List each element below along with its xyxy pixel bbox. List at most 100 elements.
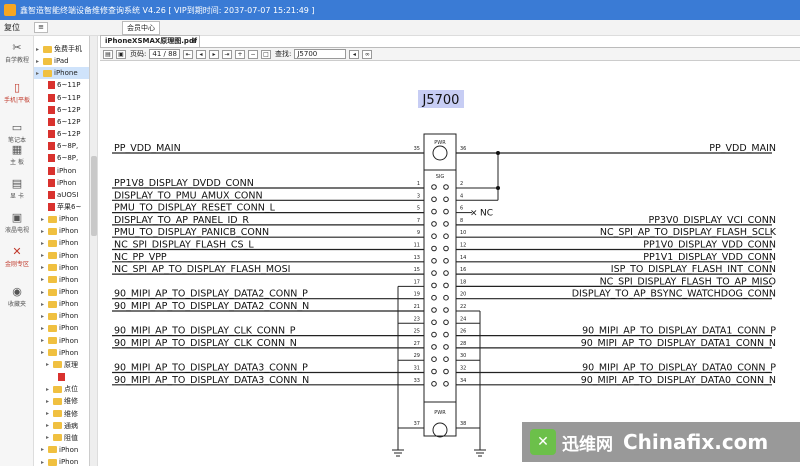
reset-button[interactable]: 复位 [4,23,20,32]
tree-item[interactable]: ▸iPhone [34,67,89,80]
tree-item[interactable]: ▸iPhon [34,456,89,466]
tree-item[interactable]: ▸iPhon [34,225,89,237]
expand-toggle-icon[interactable]: ▸ [41,276,45,284]
nav-item[interactable]: ◉收藏夹 [0,286,34,309]
scrollbar-thumb[interactable] [91,156,97,236]
print-icon[interactable]: ▤ [103,49,113,59]
pin-number: 18 [460,279,466,285]
pin-pad [431,233,437,239]
net-label: 90_MIPI_AP_TO_DISPLAY_DATA2_CONN_N [114,301,309,312]
tree-item[interactable]: 苹果6~ [34,201,89,213]
expand-toggle-icon[interactable]: ▸ [46,361,50,369]
pin-pad [431,307,437,313]
expand-toggle-icon[interactable]: ▸ [41,264,45,272]
document-tab[interactable]: iPhoneXSMAX原理图.pdf ⊗ [100,35,200,47]
member-center-button[interactable]: 会员中心 [122,20,160,35]
expand-toggle-icon[interactable]: ▸ [41,324,45,332]
tree-item[interactable]: ▸iPhon [34,250,89,262]
expand-toggle-icon[interactable]: ▸ [41,252,45,260]
pin-number: 1 [417,181,420,187]
zoom-in-icon[interactable]: + [234,49,245,59]
tree-item[interactable]: 6~8P, [34,140,89,152]
tree-item[interactable]: ▸维修 [34,408,89,420]
tree-item[interactable]: ▸iPhon [34,322,89,334]
expand-toggle-icon[interactable]: ▸ [41,288,45,296]
expand-toggle-icon[interactable]: ▸ [46,410,50,417]
prev-page-icon[interactable]: ◂ [195,49,206,59]
zoom-out-icon[interactable]: − [247,49,258,59]
nav-item[interactable]: ▣液晶电视 [0,212,34,235]
tree-item[interactable]: ▸iPhon [34,213,89,225]
net-label: NC_SPI_DISPLAY_FLASH_TO_AP_MISO [600,276,776,287]
tree-item[interactable]: 6~11P [34,92,89,104]
folder-icon [48,264,57,272]
expand-toggle-icon[interactable]: ▸ [36,45,40,53]
nav-item[interactable]: ▯手机|平板 [0,82,34,105]
tree-item-label: iPhon [59,263,79,272]
nav-item[interactable]: ▤显 卡 [0,178,34,201]
pin-pad [431,245,437,252]
tree-item[interactable]: ▸ iPhon [34,262,89,274]
nav-item[interactable]: ▦主 板 [0,144,34,167]
find-prev-icon[interactable]: ◂ [349,49,360,59]
tree-item[interactable]: ▸原理 [34,359,89,371]
save-icon[interactable]: ▣ [116,49,126,59]
nav-item[interactable]: ✕金刚专区 [0,246,34,269]
expand-toggle-icon[interactable]: ▸ [41,337,45,345]
tree-item[interactable]: ▸iPhon [34,274,89,286]
expand-toggle-icon[interactable]: ▸ [46,385,50,393]
tree-item[interactable]: ▸iPhon [34,286,89,298]
tree-item[interactable]: 6~11P [34,79,89,91]
next-page-icon[interactable]: ▸ [208,49,219,59]
expand-toggle-icon[interactable]: ▸ [36,69,40,77]
tree-item[interactable]: 6~12P [34,128,89,140]
tree-item[interactable]: ▸iPad [34,55,89,67]
expand-toggle-icon[interactable]: ▸ [46,434,50,442]
tree-item[interactable]: ▸iPhon [34,347,89,359]
tree-item[interactable]: 6~12P [34,116,89,128]
tree-item[interactable]: ▸维修 [34,395,89,407]
fit-page-icon[interactable]: □ [260,49,271,59]
tree-item[interactable]: ▸iPhon [34,444,89,456]
tree-item[interactable]: aUOSI [34,189,89,201]
find-input[interactable]: J5700 [294,49,347,59]
tree-item[interactable]: iPhon [34,165,89,177]
binoculars-icon[interactable]: ∞ [362,49,373,59]
tree-item[interactable]: 6~8P, [34,152,89,164]
nav-item[interactable]: ▭笔记本 [0,122,34,145]
expand-toggle-icon[interactable]: ▸ [46,422,50,430]
tree-item[interactable]: ▸点位 [34,383,89,395]
expand-toggle-icon[interactable]: ▸ [41,446,45,454]
expand-toggle-icon[interactable]: ▸ [41,227,45,235]
expand-toggle-icon[interactable]: ▸ [46,397,50,405]
tree-item[interactable] [34,371,89,383]
tree-item[interactable]: ▸通病 [34,420,89,432]
expand-toggle-icon[interactable]: ▸ [36,57,40,65]
pin-pad [431,196,437,203]
close-icon[interactable]: ⊗ [191,37,197,45]
expand-toggle-icon[interactable]: ▸ [41,215,45,223]
tree-item[interactable]: iPhon [34,177,89,189]
expand-toggle-icon[interactable]: ▸ [41,312,45,320]
tree-item[interactable]: 6~12P [34,104,89,116]
expand-toggle-icon[interactable]: ▸ [41,458,45,466]
net-label: ISP_TO_DISPLAY_FLASH_INT_CONN [611,264,776,275]
tree-item[interactable]: ▸iPhon [34,237,89,249]
list-view-icon[interactable]: ≡ [34,22,48,33]
tree-item[interactable]: ▸iPhon [34,298,89,310]
tree-item[interactable]: ▸iPhon [34,310,89,322]
page-input[interactable]: 41 / 88 [149,49,180,59]
tree-item[interactable]: ▸阻值 [34,432,89,444]
tree-item[interactable]: ▸免费手机 [34,43,89,55]
expand-toggle-icon[interactable]: ▸ [41,300,45,308]
tree-scrollbar[interactable] [90,36,98,466]
pin-pad [443,196,449,203]
first-page-icon[interactable]: ⇤ [182,49,193,59]
tree-item[interactable]: ▸iPhon [34,335,89,347]
expand-toggle-icon[interactable]: ▸ [41,349,45,357]
net-label: 90_MIPI_AP_TO_DISPLAY_DATA0_CONN_N [581,375,776,386]
last-page-icon[interactable]: ⇥ [221,49,232,59]
net-label: PP3V0_DISPLAY_VCI_CONN [648,215,776,226]
nav-item[interactable]: ✂自学教程 [0,42,34,65]
expand-toggle-icon[interactable]: ▸ [41,239,45,247]
